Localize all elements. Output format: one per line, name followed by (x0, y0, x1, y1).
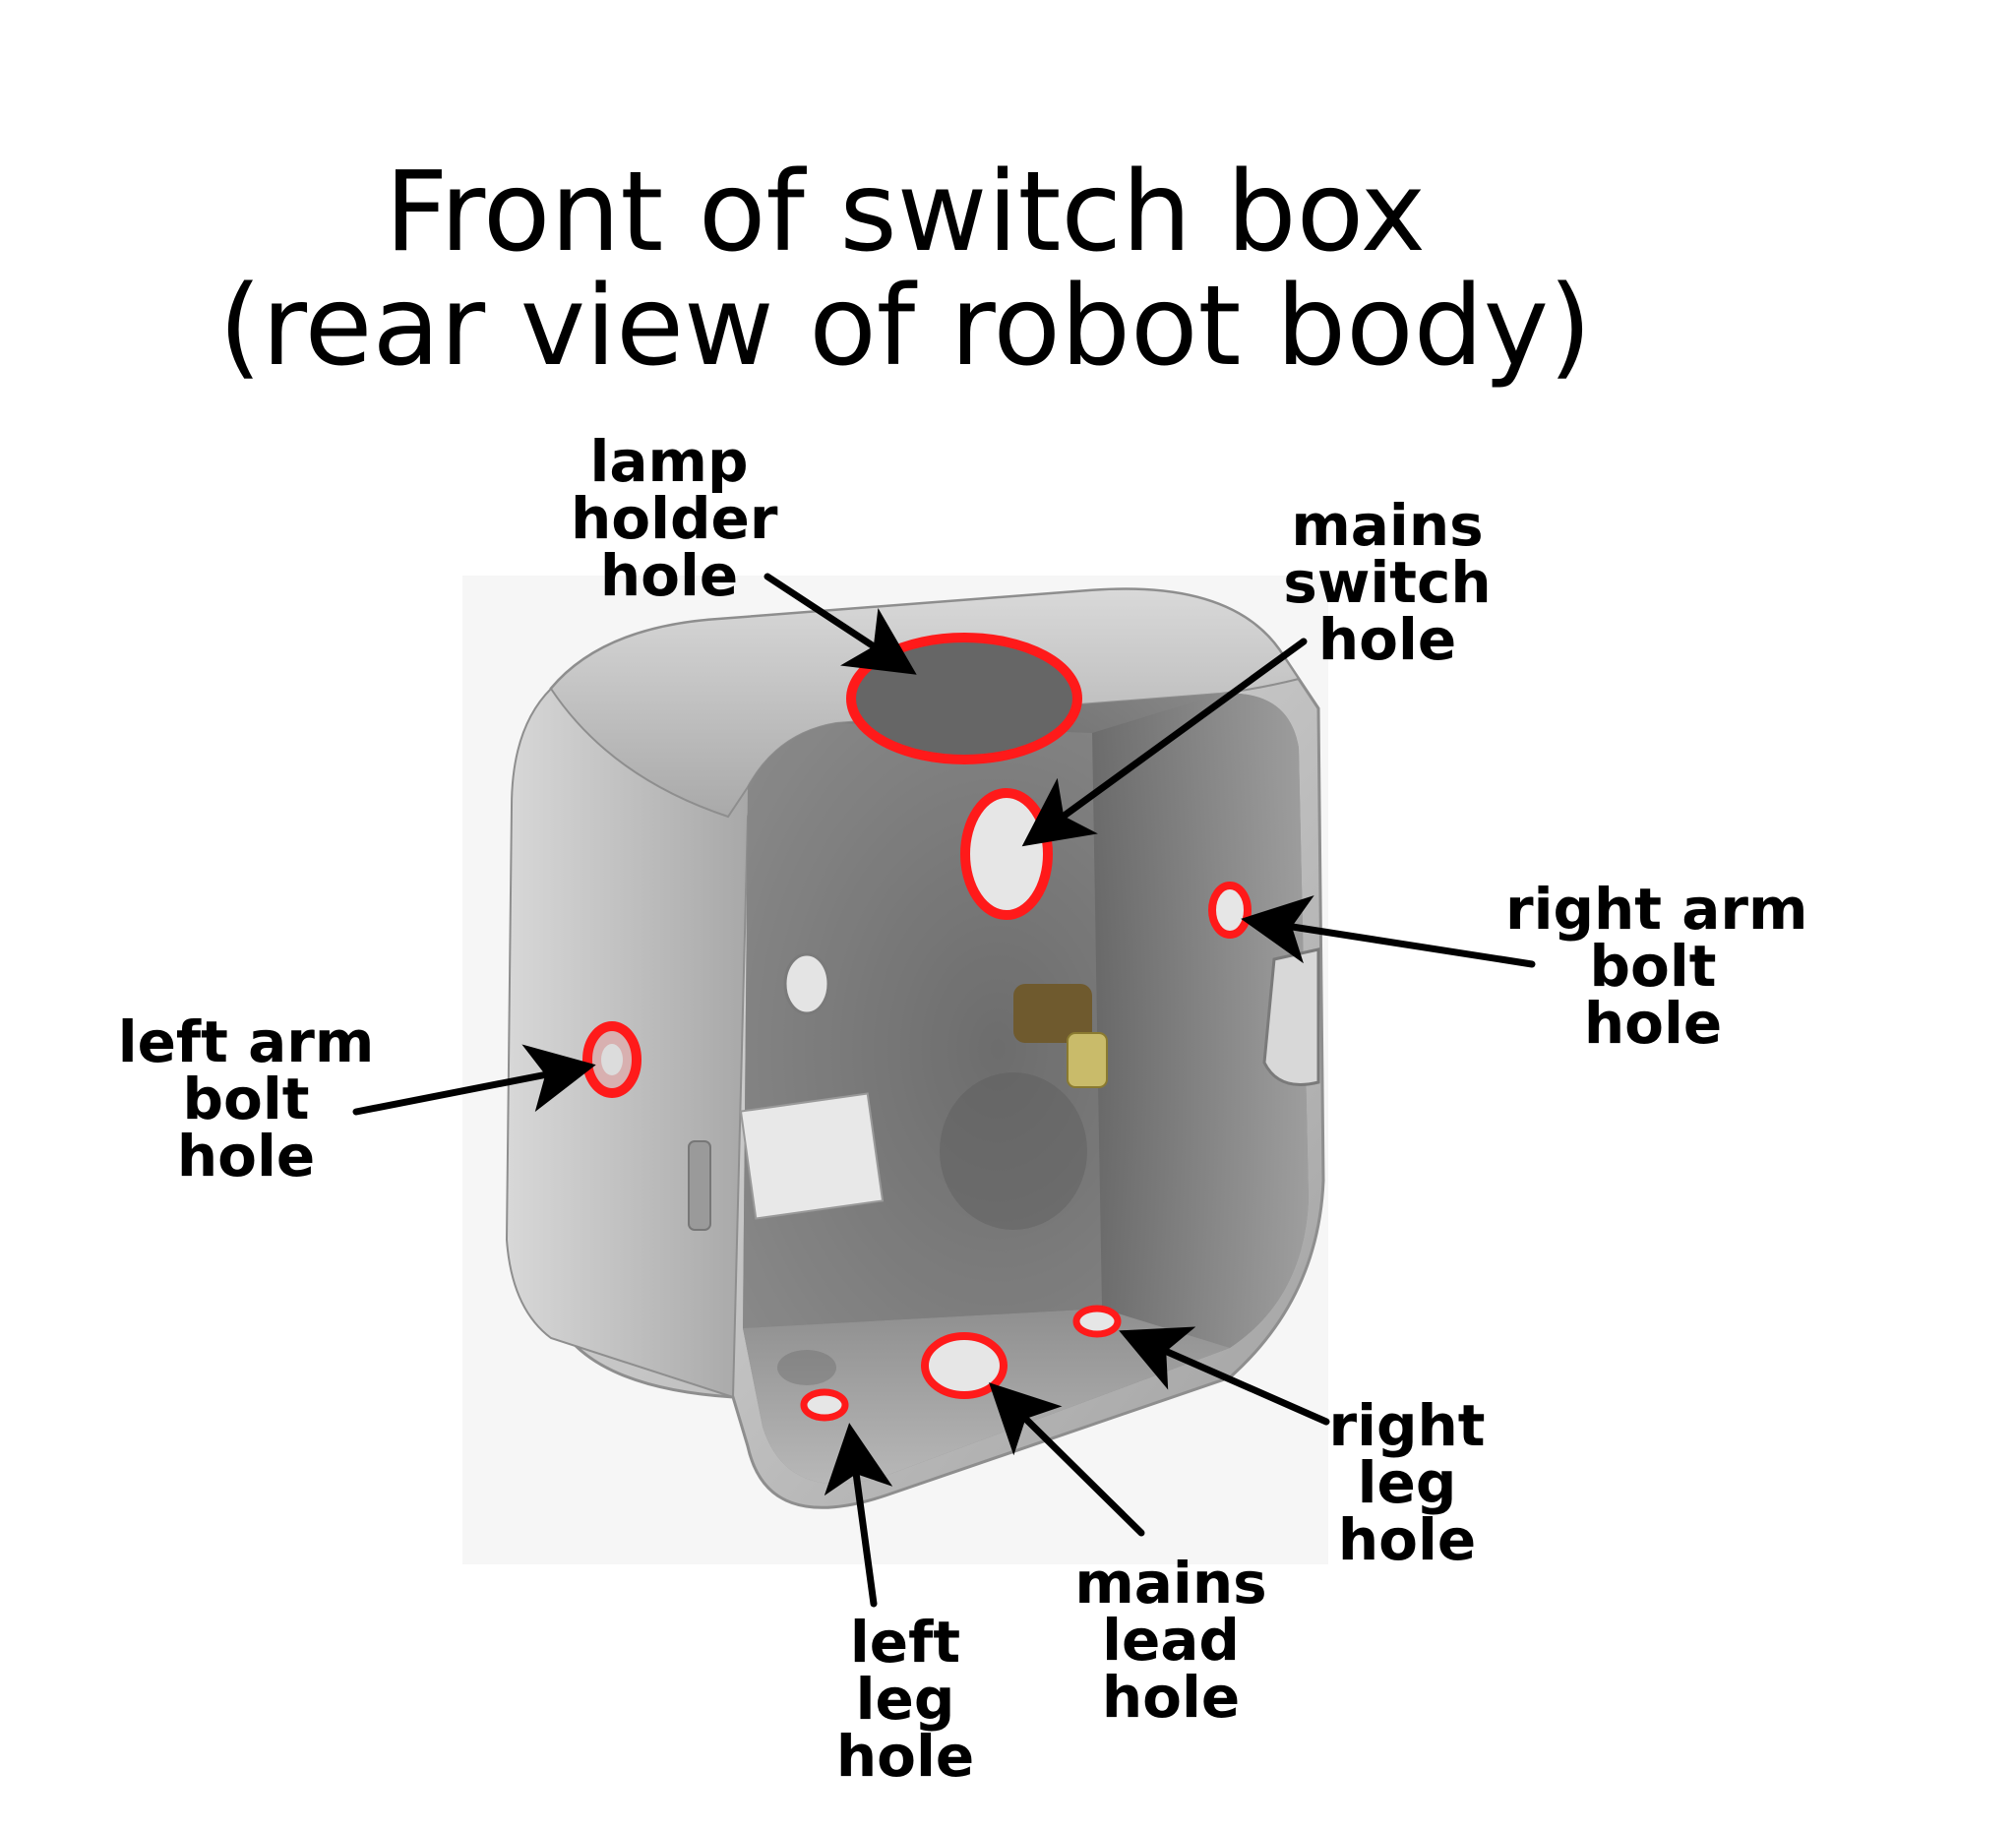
left-lug (783, 952, 830, 1015)
arrow-mains-lead (989, 1382, 1145, 1537)
label-left-leg-hole: left leg hole (835, 1609, 975, 1790)
label-right-leg-hole: right leg hole (1328, 1392, 1486, 1573)
arrow-mains-switch (1021, 638, 1308, 847)
arrow-right-leg (1119, 1326, 1330, 1426)
title-line-1: Front of switch box (384, 149, 1427, 276)
arrow-right-arm-bolt (1241, 895, 1536, 968)
left-leg-hole-marker (800, 1388, 849, 1422)
label-left-arm-bolt-hole: left arm bolt hole (117, 1008, 375, 1190)
label-sticker (739, 1092, 885, 1220)
title-line-2: (rear view of robot body) (218, 263, 1592, 391)
right-lug (1262, 947, 1320, 1086)
side-slot (688, 1140, 711, 1231)
left-arm-bolt-hole-inner (601, 1044, 623, 1075)
label-right-arm-bolt-hole: right arm bolt hole (1505, 876, 1808, 1057)
mains-switch-hole-marker (960, 788, 1053, 920)
earth-screw-thread (1067, 1032, 1108, 1088)
label-lamp-holder-hole: lamp holder hole (571, 428, 778, 609)
arrow-lamp-holder (764, 573, 917, 675)
label-mains-lead-hole: mains lead hole (1074, 1550, 1267, 1731)
right-leg-hole-marker (1072, 1305, 1122, 1338)
earth-screw-body (1013, 984, 1092, 1043)
arrow-left-leg (824, 1423, 893, 1608)
label-mains-switch-hole: mains switch hole (1283, 492, 1492, 673)
box-inner-right-wall (1092, 693, 1309, 1348)
arrow-left-arm-bolt (352, 1044, 596, 1116)
right-arm-bolt-hole-marker (1208, 882, 1252, 939)
mains-lead-hole-marker (921, 1332, 1008, 1399)
bottom-knockout-shadow (777, 1350, 836, 1385)
knockout-shadow (940, 1072, 1087, 1230)
